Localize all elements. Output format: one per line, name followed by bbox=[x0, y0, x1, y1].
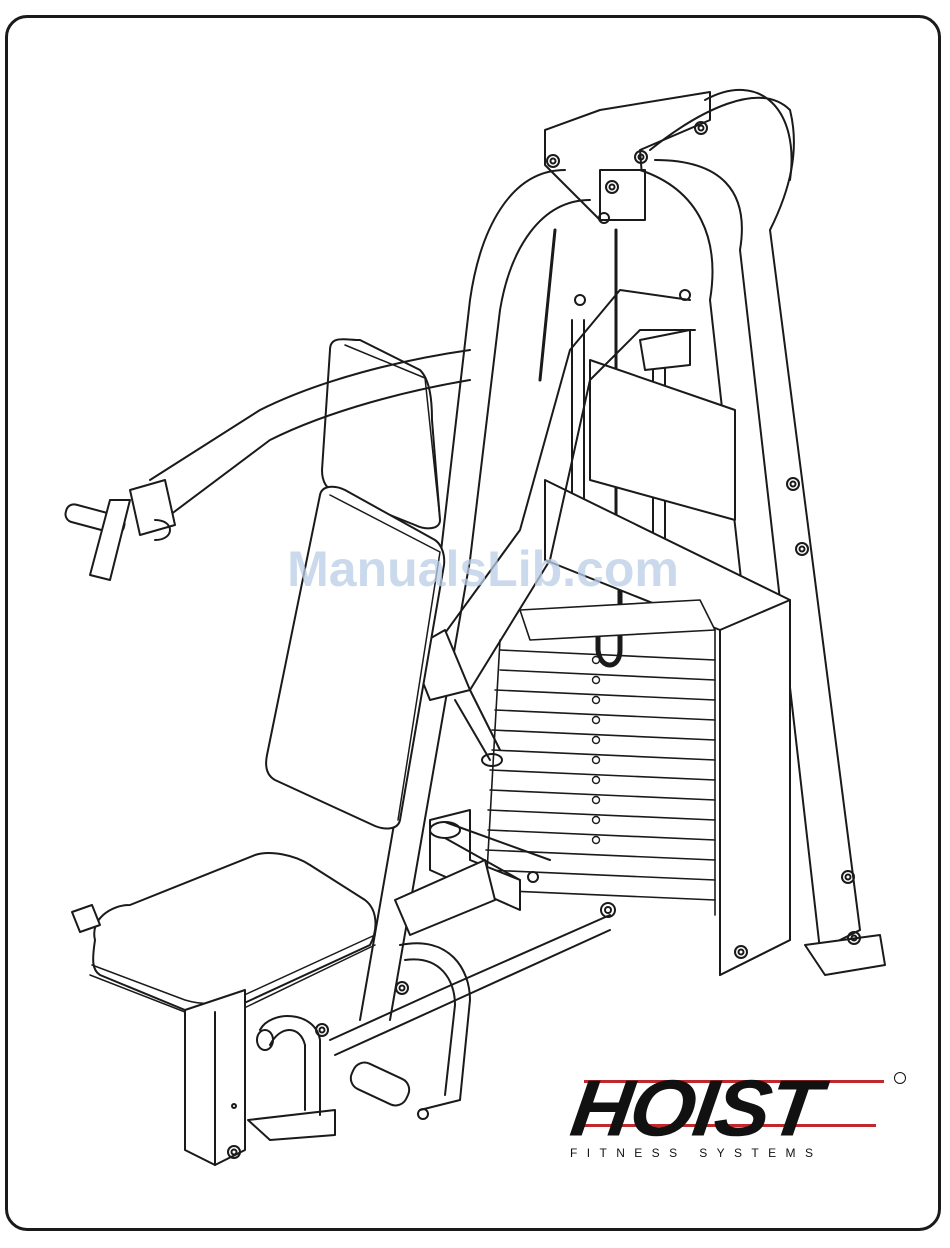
back-pad bbox=[266, 487, 444, 829]
brand-logo: HOIST FITNESS SYSTEMS bbox=[566, 1064, 916, 1164]
registered-trademark-icon bbox=[894, 1072, 906, 1084]
brand-tagline: FITNESS SYSTEMS bbox=[570, 1146, 870, 1160]
seat-base bbox=[185, 990, 335, 1165]
seat-pad bbox=[72, 853, 375, 1016]
weight-stack bbox=[486, 480, 790, 975]
brand-wordmark: HOIST bbox=[566, 1068, 824, 1148]
shroud-plate bbox=[590, 360, 735, 520]
